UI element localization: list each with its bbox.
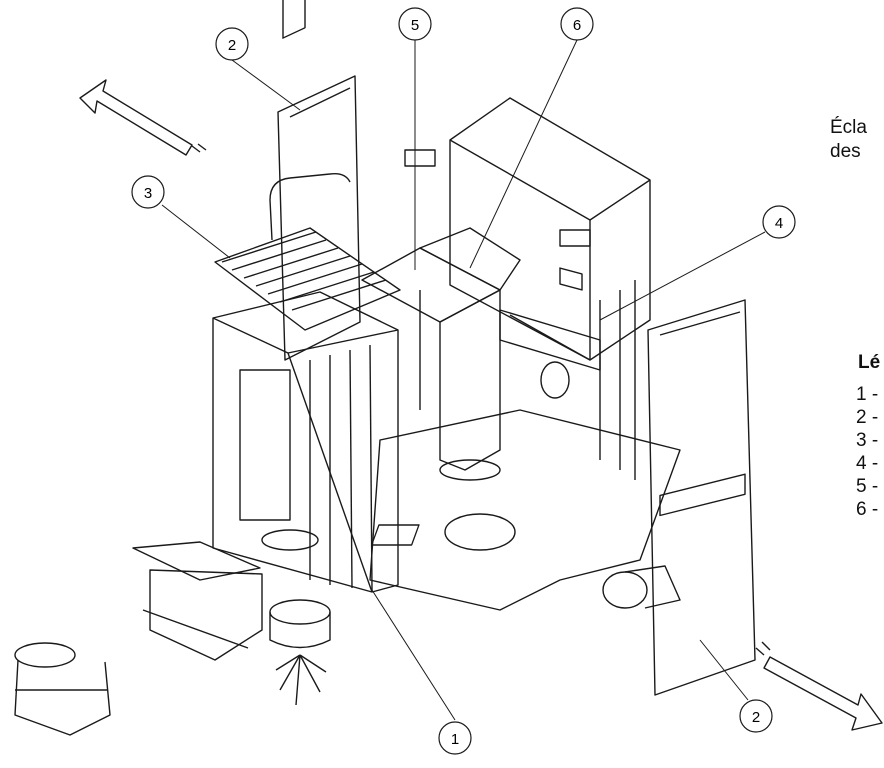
callout-label: 2 xyxy=(228,37,236,54)
callout-c6: 6 xyxy=(560,7,594,41)
exhaust-fan xyxy=(602,565,681,609)
legend-item: 3 - xyxy=(856,430,879,451)
callout-label: 6 xyxy=(573,17,581,34)
legend-list: 1 - 2 - 3 - 4 - 5 - 6 - xyxy=(856,384,878,522)
callout-label: 3 xyxy=(144,185,152,202)
callout-c4: 4 xyxy=(762,205,796,239)
ash-drawer xyxy=(132,541,263,661)
combustion-fan xyxy=(269,599,331,706)
base-plate xyxy=(369,409,681,611)
legend-item: 4 - xyxy=(856,453,879,474)
callout-c2-top: 2 xyxy=(215,27,249,61)
legend-item: 1 - xyxy=(856,384,879,405)
legend-title: Lé xyxy=(858,352,881,373)
arrow-up-left-icon xyxy=(79,79,207,156)
callout-c1: 1 xyxy=(438,721,472,755)
callout-label: 1 xyxy=(451,731,459,748)
callout-label: 2 xyxy=(752,709,760,726)
legend-item: 5 - xyxy=(856,476,879,497)
firebox-frame xyxy=(212,291,399,593)
caption-line-1: Écla xyxy=(830,117,867,138)
left-side-panel xyxy=(269,0,361,361)
callout-label: 4 xyxy=(775,215,783,232)
legend-item: 6 - xyxy=(856,499,879,520)
caption-text: Écla des xyxy=(830,116,867,164)
legend-item: 2 - xyxy=(856,407,879,428)
burner-pot xyxy=(14,642,111,736)
caption-line-2: des xyxy=(830,141,861,162)
pellet-hopper-body xyxy=(404,97,651,480)
right-side-panel xyxy=(647,299,756,696)
arrow-down-right-icon xyxy=(755,641,883,731)
callout-c5: 5 xyxy=(398,7,432,41)
igniter-tube xyxy=(499,309,601,399)
callout-c2-bottom: 2 xyxy=(739,699,773,733)
leader-lines xyxy=(161,39,766,721)
callout-label: 5 xyxy=(411,17,419,34)
callout-c3: 3 xyxy=(131,175,165,209)
central-column xyxy=(361,227,521,481)
heat-exchanger xyxy=(214,227,401,331)
